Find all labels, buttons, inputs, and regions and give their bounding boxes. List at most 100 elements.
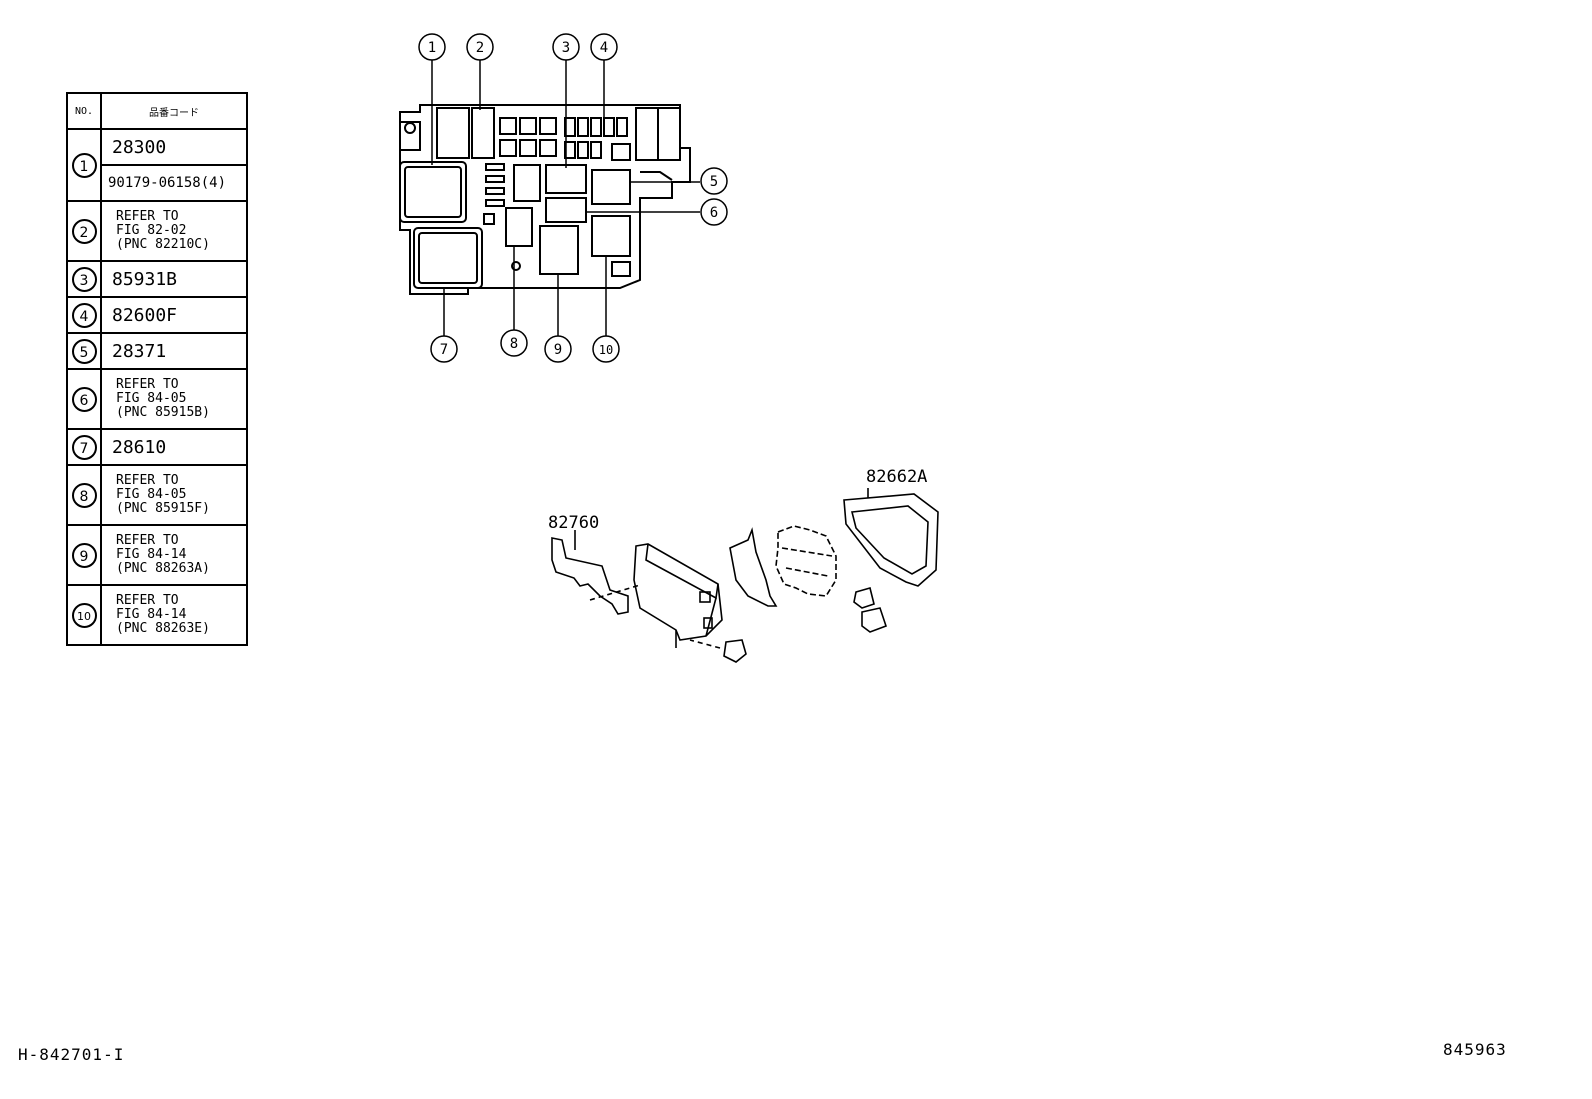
callout-2 (466, 33, 494, 61)
fuse-slot (577, 117, 589, 137)
relay-block-outline (399, 104, 691, 295)
fuse-slot (616, 117, 628, 137)
row-number: 3 (66, 260, 102, 298)
relay-block-housing (633, 543, 723, 641)
relay-1 (399, 161, 467, 223)
relay-6 (545, 197, 587, 223)
relay-8 (505, 207, 533, 247)
callouts (418, 33, 728, 363)
table-row: 5 28371 (66, 332, 248, 370)
fuse-slot (539, 117, 557, 135)
callout-5 (700, 167, 728, 195)
grommet (861, 607, 888, 633)
callout-label: 9 (554, 342, 562, 358)
label-82662A: 82662A (866, 467, 927, 487)
row-number: 6 (66, 368, 102, 430)
callout-label: 10 (599, 343, 613, 357)
illustration-number: 845963 (1443, 1040, 1507, 1059)
relay-10 (591, 215, 631, 257)
table-row: 7 28610 (66, 428, 248, 466)
fuse-slot (471, 107, 495, 159)
row-number: 9 (66, 524, 102, 586)
part-code: 90179-06158(4) (100, 164, 248, 202)
table-row: 3 85931B (66, 260, 248, 298)
table-row: 90179-06158(4) (67, 164, 248, 202)
reference: REFER TO FIG 84-14 (PNC 88263A) (100, 524, 248, 586)
fuse-slot (564, 117, 576, 137)
fuse-slot (519, 139, 537, 157)
ref-line: (PNC 85915F) (116, 501, 210, 516)
ref-line: (PNC 88263E) (116, 621, 210, 636)
callout-4 (590, 33, 618, 61)
callout-circle: 3 (71, 266, 97, 292)
clip-nut (723, 639, 747, 663)
inner-bracket (729, 527, 778, 607)
mini-fuse (485, 187, 505, 195)
fuse-slot (519, 117, 537, 135)
relay-cluster (775, 525, 837, 597)
leader-lines (431, 60, 700, 336)
part-code: 82600F (100, 296, 248, 334)
callout-circle: 5 (71, 338, 97, 364)
callout-label: 5 (710, 174, 718, 190)
fuse-slot (564, 141, 576, 159)
fuse-slot (603, 117, 615, 137)
table-row: 2 REFER TO FIG 82-02 (PNC 82210C) (66, 200, 248, 262)
callout-circle: 1 (71, 152, 97, 178)
relay-7 (413, 227, 483, 289)
grommet (853, 587, 875, 609)
ref-line: REFER TO (116, 533, 179, 548)
mounting-hole (404, 122, 416, 134)
callout-10 (592, 335, 620, 363)
cover-82662A (843, 493, 939, 587)
fuse-slot (577, 141, 589, 159)
relay-9 (539, 225, 579, 275)
callout-circle: 6 (71, 386, 97, 412)
relay-block-step (400, 121, 421, 151)
callout-circle: 9 (71, 542, 97, 568)
fuse-slot (539, 139, 557, 157)
fuse-slot (611, 143, 631, 161)
ref-line: REFER TO (116, 473, 179, 488)
fuse-slot (590, 117, 602, 137)
reference: REFER TO FIG 84-05 (PNC 85915F) (100, 464, 248, 526)
part-code: 28300 (100, 128, 248, 166)
row-number: 10 (66, 584, 102, 646)
row-number: 5 (66, 332, 102, 370)
callout-label: 7 (440, 342, 448, 358)
table-row: 8 REFER TO FIG 84-05 (PNC 85915F) (66, 464, 248, 526)
drawing-number: H-842701-I (18, 1045, 125, 1064)
parts-table: NO. 品番コード 1 28300 90179-06158(4) 2 REFER… (66, 92, 248, 646)
callout-circle: 4 (71, 302, 97, 328)
row-number: 1 (66, 128, 102, 202)
relay-7-inner (418, 232, 478, 284)
part-code: 28371 (100, 332, 248, 370)
table-row: 6 REFER TO FIG 84-05 (PNC 85915B) (66, 368, 248, 430)
ref-line: FIG 84-14 (116, 607, 187, 622)
ref-line: REFER TO (116, 209, 179, 224)
ref-line: (PNC 82210C) (116, 237, 210, 252)
reference: REFER TO FIG 82-02 (PNC 82210C) (100, 200, 248, 262)
callout-label: 1 (428, 40, 436, 56)
fuse-slot (499, 117, 517, 135)
relay-block (399, 104, 691, 295)
ref-line: FIG 84-05 (116, 391, 187, 406)
callout-label: 4 (600, 40, 608, 56)
ref-line: REFER TO (116, 377, 179, 392)
callout-9 (544, 335, 572, 363)
table-row: 10 REFER TO FIG 84-14 (PNC 88263E) (66, 584, 248, 646)
row-number: 8 (66, 464, 102, 526)
table-row: 9 REFER TO FIG 84-14 (PNC 88263A) (66, 524, 248, 586)
callout-7 (430, 335, 458, 363)
mini-fuse (485, 163, 505, 171)
callout-label: 3 (562, 40, 570, 56)
callout-circle: 10 (71, 602, 97, 628)
relay-small (513, 164, 541, 202)
ref-line: REFER TO (116, 593, 179, 608)
mini-fuse (485, 199, 505, 207)
row-number: 7 (66, 428, 102, 466)
bracket-82760 (551, 537, 629, 615)
row-number: 2 (66, 200, 102, 262)
mini-fuse (485, 175, 505, 183)
